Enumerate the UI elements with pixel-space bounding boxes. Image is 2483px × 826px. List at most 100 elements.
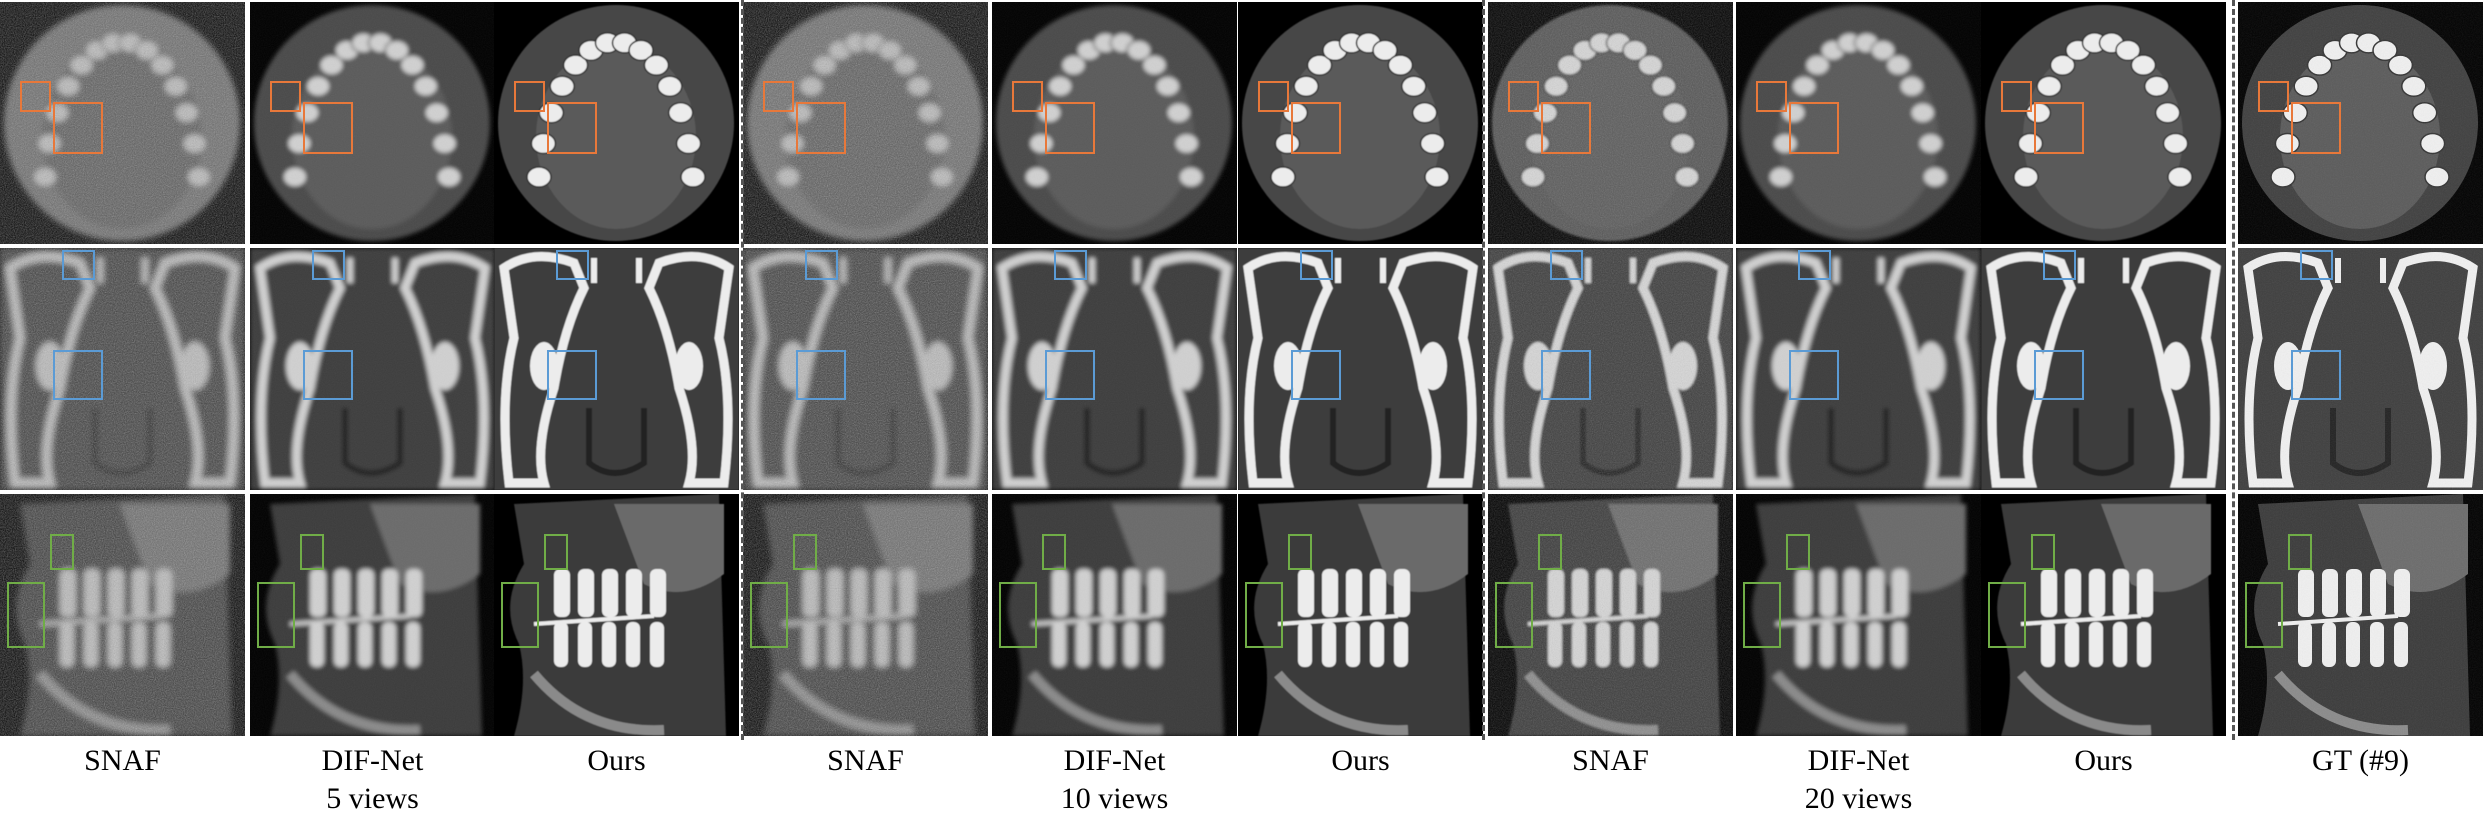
method-label: DIF-Net xyxy=(321,744,424,777)
ct-slice-image xyxy=(1736,494,1981,736)
ct-slice-image xyxy=(1488,2,1733,244)
roi-box xyxy=(1550,249,1583,280)
ct-slice-image xyxy=(510,494,726,736)
zoomed-inset-box xyxy=(1541,102,1591,154)
tooth xyxy=(2036,75,2062,97)
roi-box xyxy=(1288,533,1312,570)
zoomed-inset-box xyxy=(1244,582,1283,648)
tooth xyxy=(2115,39,2141,62)
roi-box xyxy=(1508,80,1539,112)
roi-box xyxy=(1012,80,1043,112)
roi-box xyxy=(1258,80,1289,112)
zoomed-inset-box xyxy=(2291,102,2341,154)
method-label: SNAF xyxy=(1572,744,1649,777)
tooth xyxy=(2162,132,2189,155)
roi-box xyxy=(2031,533,2055,570)
panel-sagittal-9 xyxy=(1981,494,2226,736)
column-caption: Ours xyxy=(494,742,739,780)
zoomed-inset-box xyxy=(1291,102,1341,154)
roi-box xyxy=(1300,249,1333,280)
column-caption: SNAF xyxy=(743,742,988,780)
panel-coronal-4 xyxy=(743,248,988,490)
views-label: 10 views xyxy=(1060,782,1169,815)
tooth xyxy=(1270,166,1296,188)
zoomed-inset-box xyxy=(1494,582,1533,648)
ct-slice-image xyxy=(1488,494,1733,736)
ct-slice-image xyxy=(250,494,495,736)
panel-sagittal-3 xyxy=(494,494,739,736)
tooth xyxy=(1424,166,1450,188)
roi-box xyxy=(514,80,545,112)
group-separator xyxy=(741,0,744,740)
panel-axial-2 xyxy=(250,2,495,244)
panel-sagittal-6 xyxy=(1238,494,1483,736)
figure-grid xyxy=(0,2,2483,736)
ct-slice-image xyxy=(992,2,1237,244)
roi-box xyxy=(2258,80,2289,112)
zoomed-inset-box xyxy=(1045,350,1095,400)
tooth xyxy=(628,39,654,62)
panel-coronal-6 xyxy=(1238,248,1483,490)
tooth xyxy=(1274,132,1301,155)
roi-box xyxy=(544,533,568,570)
roi-box xyxy=(1054,249,1087,280)
tooth xyxy=(2013,166,2039,188)
tooth xyxy=(526,166,552,188)
panel-coronal-9 xyxy=(1981,248,2226,490)
tooth xyxy=(2049,54,2076,76)
zoomed-inset-box xyxy=(1789,102,1839,154)
tooth xyxy=(643,54,670,76)
panel-coronal-2 xyxy=(250,248,495,490)
tooth xyxy=(1411,101,1438,124)
panel-axial-10 xyxy=(2238,2,2483,244)
ct-slice-image xyxy=(1736,248,1981,490)
zoomed-inset-box xyxy=(53,350,103,400)
tooth xyxy=(667,101,694,124)
roi-box xyxy=(2300,249,2333,280)
panel-sagittal-4 xyxy=(743,494,988,736)
tooth xyxy=(2144,75,2170,97)
tooth xyxy=(1387,54,1414,76)
roi-box xyxy=(2001,80,2032,112)
roi-box xyxy=(300,533,324,570)
roi-box xyxy=(270,80,301,112)
column-caption: Ours xyxy=(1981,742,2226,780)
panel-sagittal-10 xyxy=(2238,494,2483,736)
panel-sagittal-5 xyxy=(992,494,1237,736)
roi-box xyxy=(1538,533,1562,570)
method-label: SNAF xyxy=(827,744,904,777)
zoomed-inset-box xyxy=(796,350,846,400)
roi-box xyxy=(805,249,838,280)
column-caption: Ours xyxy=(1238,742,1483,780)
roi-box xyxy=(1798,249,1831,280)
method-label: GT (#9) xyxy=(2312,744,2409,777)
zoomed-inset-box xyxy=(796,102,846,154)
tooth xyxy=(1401,75,1427,97)
tooth xyxy=(562,54,589,76)
panel-sagittal-8 xyxy=(1736,494,1981,736)
ct-slice-image xyxy=(992,494,1237,736)
panel-axial-9 xyxy=(1981,2,2226,244)
roi-box xyxy=(1786,533,1810,570)
roi-box xyxy=(763,80,794,112)
method-label: DIF-Net xyxy=(1063,744,1166,777)
roi-box xyxy=(793,533,817,570)
views-label: 5 views xyxy=(326,782,419,815)
panel-axial-4 xyxy=(743,2,988,244)
panel-axial-6 xyxy=(1238,2,1483,244)
zoomed-inset-box xyxy=(998,582,1037,648)
roi-box xyxy=(556,249,589,280)
method-label: Ours xyxy=(1331,744,1390,777)
tooth xyxy=(530,132,557,155)
zoomed-inset-box xyxy=(1045,102,1095,154)
roi-box xyxy=(1042,533,1066,570)
ct-slice-image xyxy=(0,248,245,490)
zoomed-inset-box xyxy=(749,582,788,648)
panel-coronal-3 xyxy=(494,248,739,490)
panel-coronal-10 xyxy=(2238,248,2483,490)
ct-slice-image xyxy=(1736,2,1981,244)
method-label: DIF-Net xyxy=(1807,744,1910,777)
panel-axial-1 xyxy=(0,2,245,244)
panel-axial-7 xyxy=(1488,2,1733,244)
